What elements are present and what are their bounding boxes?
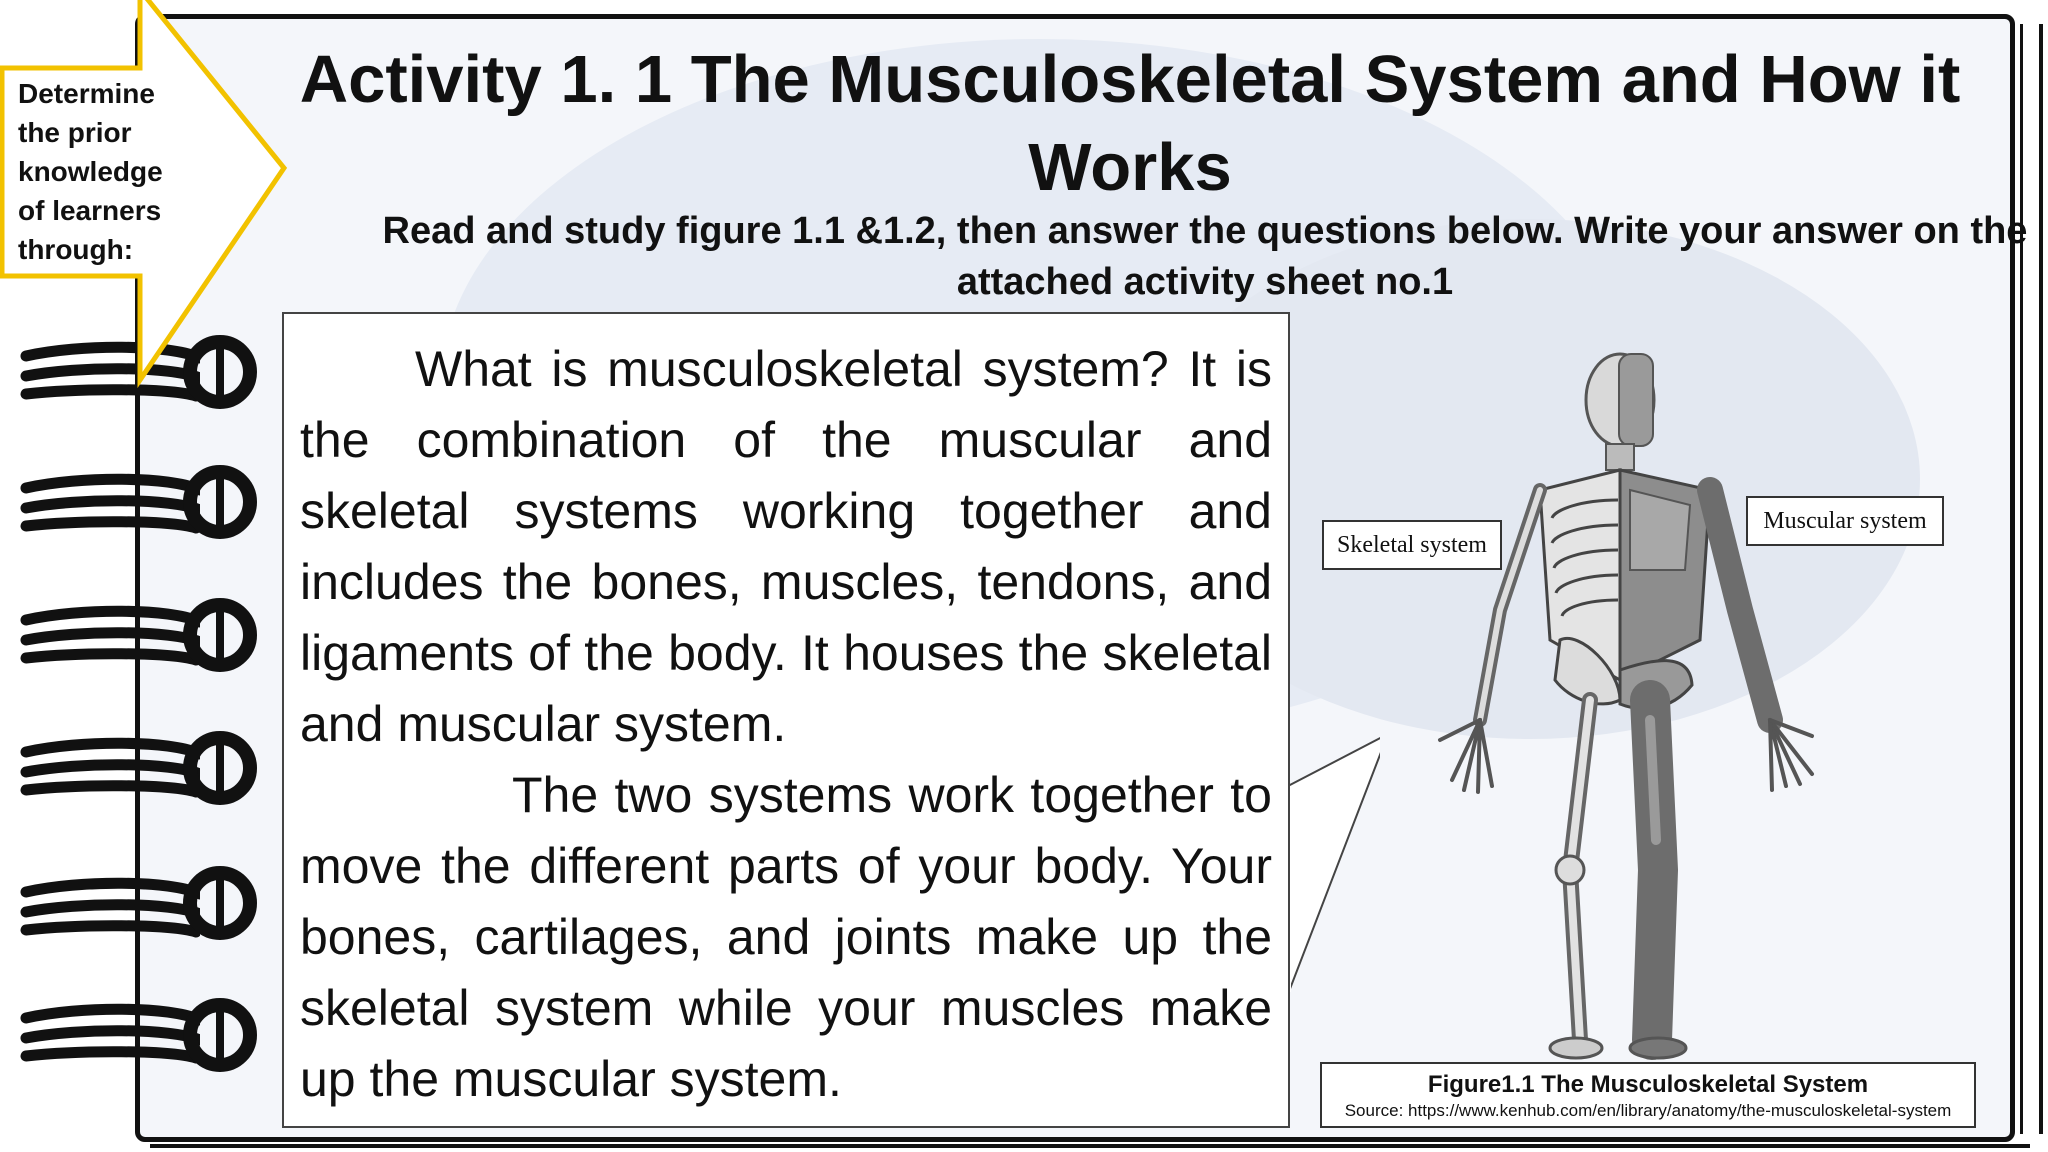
- skeletal-system-label: Skeletal system: [1322, 520, 1502, 570]
- speech-tail-icon: [1288, 737, 1380, 995]
- notebook-page-edge: [2020, 24, 2043, 1134]
- figure-caption-source: Source: https://www.kenhub.com/en/librar…: [1344, 1101, 1952, 1120]
- arrow-callout-icon: [0, 0, 288, 389]
- figure-caption-title: Figure1.1 The Musculoskeletal System: [1427, 1071, 1869, 1098]
- human-body-illustration: [1438, 352, 1814, 1060]
- activity-title: Activity 1. 1 The Musculoskeletal System…: [299, 42, 1961, 205]
- spiral-loops-icon: [183, 335, 257, 1072]
- teacher-note: Determine the prior knowledge of learner…: [0, 0, 290, 392]
- muscular-system-label: Muscular system: [1746, 496, 1944, 546]
- reading-text-box: What is musculoskeletal system? It is th…: [282, 312, 1290, 1128]
- activity-instructions: Read and study figure 1.1 &1.2, then ans…: [382, 210, 2028, 303]
- notebook-bottom-edge: [150, 1138, 2030, 1148]
- teacher-note-text: Determine the prior knowledge of learner…: [18, 78, 163, 265]
- reading-paragraph-2: The two systems work together to move th…: [300, 767, 1272, 1107]
- musculoskeletal-figure: [1438, 352, 1814, 1060]
- figure-caption: Figure1.1 The Musculoskeletal System Sou…: [1320, 1062, 1976, 1128]
- reading-paragraph-1: What is musculoskeletal system? It is th…: [300, 341, 1272, 752]
